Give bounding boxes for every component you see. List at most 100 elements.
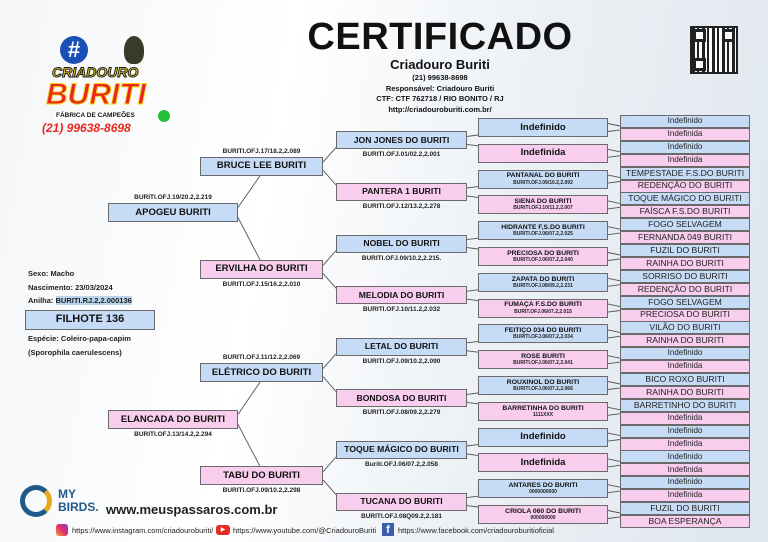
breeder-url[interactable]: http://criadouroburiti.com.br/ [388, 104, 492, 114]
birth-date: Nascimento: 23/03/2024 [28, 283, 113, 292]
ancestor-box-gen3[interactable]: BRUCE LEE BURITI [200, 156, 323, 176]
connector-line [322, 250, 337, 266]
ancestor-registration: BURITI.OFJ.12/13.2,2.278 [362, 203, 441, 210]
ancestor-registration: BURITI.OFJ.08/09.2,2.231 [513, 282, 573, 289]
ancestor-box-gen5[interactable]: Indefinida [478, 453, 608, 473]
ancestor-box-gen6[interactable]: Indefinido [620, 424, 750, 438]
instagram-link[interactable]: https://www.instagram.com/criadouroburit… [72, 525, 214, 535]
ancestor-box-gen6[interactable]: FOGO SELVAGEM [620, 295, 750, 309]
ancestor-box-gen2[interactable]: ELANCADA DO BURITI [108, 410, 238, 429]
ancestor-registration: Buriti.OFJ.06/07.2,2.058 [365, 461, 438, 468]
ancestor-registration: BURITI.OFJ.09/10.2,2.090 [362, 357, 441, 365]
ancestor-name: Indefinida [520, 456, 566, 468]
ancestor-box-gen6[interactable]: SORRISO DO BURITI [620, 269, 750, 283]
ancestor-box-gen2[interactable]: APOGEU BURITI [108, 203, 238, 222]
ancestor-box-gen4[interactable]: BONDOSA DO BURITI [336, 389, 467, 408]
connector-line [466, 350, 479, 353]
ancestor-name: TEMPESTADE F.S.DO BURITI [625, 167, 745, 178]
ancestor-box-gen6[interactable]: RAINHA DO BURITI [620, 256, 750, 270]
ancestor-box-gen6[interactable]: Indefinido [620, 476, 750, 490]
ancestor-box-gen5[interactable]: Indefinida [478, 143, 608, 163]
ancestor-box-gen6[interactable]: BOA ESPERANÇA [620, 514, 750, 528]
ancestor-box-gen4[interactable]: LETAL DO BURITI [336, 337, 467, 356]
ancestor-box-gen4[interactable]: MELODIA DO BURITI [336, 286, 467, 305]
ancestor-name: Indefinida [667, 438, 703, 448]
ancestor-box-gen4[interactable]: NOBEL DO BURITI [336, 234, 467, 253]
connector-line [607, 413, 621, 416]
youtube-link[interactable]: https://www.youtube.com/@CriadouroBuriti [233, 525, 377, 535]
ancestor-box-gen6[interactable]: FUZIL DO BURITI [620, 244, 750, 257]
connector-line [607, 381, 621, 385]
ancestor-name: Indefinida [520, 147, 566, 159]
connector-line [237, 424, 261, 467]
ancestor-box-gen6[interactable]: Indefinido [620, 115, 750, 128]
ancestor-box-gen6[interactable]: TOQUE MÁGICO DO BURITI [620, 192, 750, 206]
connector-line [607, 226, 621, 230]
ancestor-box-gen3[interactable]: TABU DO BURITI [200, 466, 323, 486]
ancestor-box-gen6[interactable]: FUZIL DO BURITI [620, 502, 750, 515]
ancestor-registration: BURITI.OFJ.06/07.2,2.041 [513, 360, 573, 367]
ancestor-box-gen6[interactable]: RAINHA DO BURITI [620, 385, 750, 399]
ancestor-box-gen6[interactable]: BICO ROXO BURITI [620, 373, 750, 386]
ancestor-box-gen6[interactable]: BARRETINHO DO BURITI [620, 398, 750, 412]
ancestor-box-gen6[interactable]: FAÍSCA F.S.DO BURITI [620, 205, 750, 219]
ancestor-box-gen6[interactable]: Indefinida [620, 489, 750, 503]
ancestor-box-gen6[interactable]: Indefinida [620, 463, 750, 477]
ancestor-name: CRIOLA 060 DO BURITI [505, 507, 581, 515]
ancestor-box-gen6[interactable]: REDENÇÃO DO BURITI [620, 282, 750, 296]
ancestor-name: ERVILHA DO BURITI [215, 263, 308, 275]
ancestor-box-gen6[interactable]: Indefinido [620, 347, 750, 361]
breeder-logo: # CRIADOURO BURITI FÁBRICA DE CAMPEÕES (… [30, 36, 180, 138]
subject-box[interactable]: FILHOTE 136 [25, 310, 155, 330]
ancestor-box-gen3[interactable]: ELÉTRICO DO BURITI [200, 363, 323, 383]
ancestor-box-gen6[interactable]: Indefinida [620, 153, 750, 167]
ancestor-name: Indefinida [667, 129, 703, 139]
connector-line [466, 134, 479, 137]
hash-icon: # [60, 36, 88, 64]
ancestor-box-gen6[interactable]: Indefinida [620, 437, 750, 451]
ancestor-registration: BURIT.OFJ.06/07.2,2.015 [514, 308, 572, 315]
connector-line [607, 303, 621, 308]
breeder-phone: (21) 99638-8698 [412, 73, 468, 82]
facebook-link[interactable]: https://www.facebook.com/criadouroburiti… [398, 525, 554, 535]
ancestor-box-gen6[interactable]: FOGO SELVAGEM [620, 218, 750, 232]
ancestor-box-gen6[interactable]: TEMPESTADE F.S.DO BURITI [620, 166, 750, 180]
ancestor-box-gen6[interactable]: REDENÇÃO DO BURITI [620, 179, 750, 193]
ancestor-box-gen6[interactable]: Indefinido [620, 140, 750, 154]
ancestor-box-gen6[interactable]: FERNANDA 049 BURITI [620, 231, 750, 245]
connector-line [607, 458, 621, 462]
ancestor-box-gen5[interactable]: Indefinido [478, 427, 608, 447]
ancestor-box-gen4[interactable]: JON JONES DO BURITI [336, 131, 467, 150]
ancestor-box-gen6[interactable]: Indefinido [620, 450, 750, 464]
ancestor-name: PRECIOSA DO BURITI [507, 249, 579, 257]
ancestor-box-gen6[interactable]: VILÃO DO BURITI [620, 321, 750, 335]
ancestor-box-gen6[interactable]: Indefinida [620, 127, 750, 141]
ancestor-box-gen6[interactable]: Indefinida [620, 411, 750, 425]
ancestor-box-gen4[interactable]: TUCANA DO BURITI [336, 492, 467, 511]
qr-code [690, 26, 738, 74]
ancestor-registration: BURITI.OFJ.06/07.2,2.025 [513, 231, 573, 238]
ancestor-box-gen3[interactable]: ERVILHA DO BURITI [200, 259, 323, 279]
ancestor-box-gen6[interactable]: Indefinida [620, 360, 750, 374]
ancestor-name: Indefinida [667, 412, 703, 422]
ancestor-box-gen5[interactable]: Indefinido [478, 118, 608, 137]
ancestor-box-gen4[interactable]: PANTERA 1 BURITI [336, 183, 467, 201]
ancestor-box-gen6[interactable]: RAINHA DO BURITI [620, 334, 750, 348]
ancestor-box-gen6[interactable]: PRECIOSA DO BURITI [620, 308, 750, 322]
sex-label: Sexo: Macho [28, 269, 75, 278]
ancestor-name: MELODIA DO BURITI [358, 289, 445, 300]
ancestor-box-gen4[interactable]: TOQUE MÁGICO DO BURITI [336, 441, 467, 459]
website-link[interactable]: www.meuspassaros.com.br [106, 502, 278, 517]
